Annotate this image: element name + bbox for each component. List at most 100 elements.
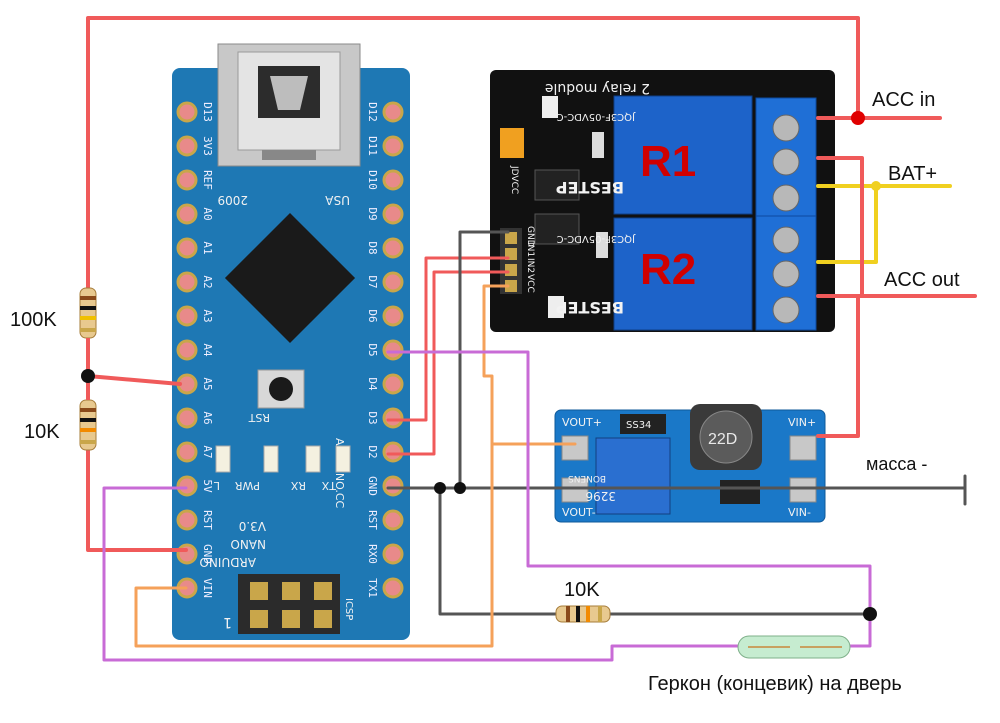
relay-r2-label: R2	[640, 245, 696, 294]
diode-d2	[596, 232, 608, 258]
nano-pin-label-left: A3	[201, 309, 214, 322]
nano-pin-left	[176, 101, 198, 123]
r10k-bottom-label: 10K	[564, 579, 600, 601]
reed-switch	[737, 635, 851, 659]
diode-d1	[592, 132, 604, 158]
nano-header-pins: D133V3REFA0A1A2A3A4A5A6A75VRSTGNDVIND12D…	[176, 101, 404, 599]
wire-5v-nano-vin	[134, 442, 494, 648]
relay-r2-model: JQC3F-05VDC-C	[557, 233, 636, 244]
wire-acc-in-sense	[86, 16, 860, 292]
relay-r1-model: JQC3F-05VDC-C	[557, 111, 636, 122]
terminal-screw[interactable]	[772, 114, 800, 142]
nano-pin-right	[382, 441, 404, 463]
jdvcc-jumper[interactable]	[500, 128, 524, 158]
boost-ic	[720, 480, 760, 504]
vin-minus-pad	[789, 477, 817, 503]
wire-boost-vin	[816, 294, 860, 438]
led-tx-label: TX	[321, 479, 337, 492]
wire-reed-node	[848, 612, 872, 648]
wire-gnd-relay	[458, 230, 510, 490]
nano-pin-right	[382, 509, 404, 531]
relay-input-header	[500, 228, 522, 294]
nano-pin-label-left: 3V3	[201, 136, 214, 156]
relay-r2-brand: BESTEP	[556, 298, 624, 317]
nano-pin-right	[382, 271, 404, 293]
resistor-10k-left	[79, 399, 97, 451]
nano-pin-label-right: D12	[366, 102, 379, 122]
nano-pin-left	[176, 305, 198, 327]
wire-5v-relay-vcc	[482, 284, 577, 446]
nano-pin-label-left: A2	[201, 275, 214, 288]
nano-pin-label-right: D10	[366, 170, 379, 190]
led-pwr-label: PWR	[234, 479, 260, 492]
nano-pin-label-left: VIN	[201, 578, 214, 598]
wire-d2-in2	[386, 270, 510, 456]
smd-ds1	[542, 96, 558, 118]
nano-pin-right	[382, 169, 404, 191]
nano-pin-label-right: D7	[366, 275, 379, 288]
boost-converter: VOUT+ VOUT- VIN+ VIN- 3296 BONENS SS34 2…	[554, 404, 826, 523]
optocoupler-2	[534, 213, 580, 245]
optocoupler-1	[534, 169, 580, 201]
nano-pin-left	[176, 475, 198, 497]
relay-r2: BESTEP JQC3F-05VDC-C R2	[556, 217, 753, 331]
trim-potentiometer[interactable]	[595, 437, 671, 515]
nano-pin-label-left: A4	[201, 343, 214, 357]
nano-pin-left	[176, 135, 198, 157]
terminal-screw[interactable]	[772, 148, 800, 176]
terminal-screw[interactable]	[772, 226, 800, 254]
nano-pin-label-right: D4	[366, 377, 379, 391]
nano-name-label: NANO	[230, 537, 266, 551]
bat-plus-label: BAT+	[888, 163, 937, 185]
relay-header-pin-label: IN1	[525, 242, 535, 257]
led-rx-label: RX	[290, 479, 306, 492]
rst-button-label: RST	[248, 411, 270, 424]
nano-pin-label-left: A7	[201, 445, 214, 458]
nano-pin-label-right: D2	[366, 445, 379, 458]
nano-pin-label-right: D6	[366, 309, 379, 322]
relay-header-pin-label: GND	[525, 226, 535, 247]
nano-pin-left	[176, 169, 198, 191]
pin1-label: 1	[223, 614, 232, 630]
vin-plus-pad	[789, 435, 817, 461]
nano-pin-left	[176, 203, 198, 225]
nano-pin-right	[382, 577, 404, 599]
smd-ds2	[548, 296, 564, 318]
vout-plus-label: VOUT+	[562, 416, 602, 429]
terminal-screw[interactable]	[772, 296, 800, 324]
nano-pin-right	[382, 203, 404, 225]
terminal-screw[interactable]	[772, 184, 800, 212]
nano-pin-left	[176, 509, 198, 531]
nano-pin-right	[382, 373, 404, 395]
atmega-chip	[224, 212, 356, 344]
junction-dots	[81, 111, 881, 621]
relay-r1: BESTEP JQC3F-05VDC-C R1	[556, 95, 753, 215]
nano-pin-label-right: RST	[366, 510, 379, 530]
relay-module-title: 2 relay module	[545, 80, 650, 96]
wire-5v-reed	[102, 486, 742, 662]
pot-code-label: 3296	[585, 489, 616, 503]
nano-pin-right	[382, 101, 404, 123]
vin-minus-label: VIN-	[788, 506, 811, 519]
nano-pin-label-left: D13	[201, 102, 214, 122]
pot-brand-label: BONENS	[568, 473, 606, 483]
nano-pin-label-left: A5	[201, 377, 214, 390]
reset-button[interactable]	[257, 369, 305, 409]
wires	[86, 16, 977, 662]
relay-module: 2 relay module JDVCC BESTEP JQC3F-05VDC-…	[490, 70, 835, 332]
nano-pin-label-right: GND	[366, 476, 379, 496]
nano-pin-label-left: 5V	[201, 479, 214, 493]
relay-terminal-blocks	[755, 97, 817, 331]
vout-minus-label: VOUT-	[562, 506, 596, 519]
nano-pin-left	[176, 543, 198, 565]
nano-pin-left	[176, 237, 198, 259]
arduino-name-label: ARDUINO	[199, 555, 256, 569]
nano-pin-right	[382, 237, 404, 259]
schottky-diode	[620, 414, 666, 434]
resistor-10k-bottom	[555, 605, 611, 623]
terminal-screw[interactable]	[772, 260, 800, 288]
vin-plus-label: VIN+	[788, 416, 816, 429]
status-leds	[215, 445, 351, 473]
wire-gnd-pulldown	[438, 486, 870, 616]
